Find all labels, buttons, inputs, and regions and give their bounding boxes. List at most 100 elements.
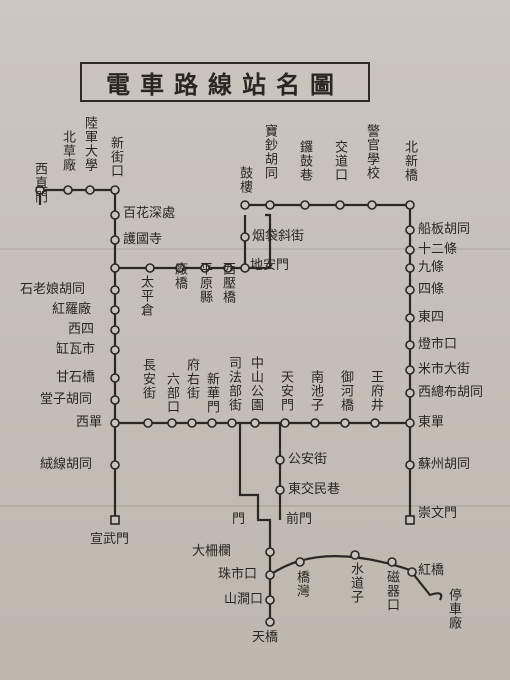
station-sifabu bbox=[227, 418, 237, 428]
station-xinhuamen bbox=[207, 418, 217, 428]
label-shilaoniang: 石老娘胡同 bbox=[20, 282, 86, 297]
label-hongluochang: 紅羅廠 bbox=[52, 302, 92, 317]
station-xizhimen bbox=[35, 185, 45, 195]
station-baochao bbox=[265, 200, 275, 210]
station-xizongbu bbox=[405, 388, 415, 398]
station-changanjie bbox=[143, 418, 153, 428]
label-xiaoshuizi: 水道子 bbox=[348, 562, 363, 604]
label-changqiao: 廠橋 bbox=[172, 262, 187, 290]
label-qiaowan: 橋灣 bbox=[294, 570, 309, 598]
label-shiertiao: 十二條 bbox=[418, 242, 458, 257]
label-tangzihutong: 堂子胡同 bbox=[40, 392, 93, 407]
station-sitiao bbox=[405, 285, 415, 295]
station-mishi bbox=[405, 365, 415, 375]
label-jingguanxuexiao: 警官學校 bbox=[364, 124, 379, 180]
station-xinjiekou bbox=[110, 185, 120, 195]
label-yandaixiejie: 烟袋斜街 bbox=[252, 229, 305, 244]
station-shanjian bbox=[265, 595, 275, 605]
station-rongxian bbox=[110, 460, 120, 470]
station-luogu bbox=[300, 200, 310, 210]
station-jiaodaokou bbox=[335, 200, 345, 210]
label-baihuashenchu: 百花深處 bbox=[123, 206, 176, 221]
station-yandai bbox=[240, 232, 250, 242]
station-beicaochang bbox=[63, 185, 73, 195]
map-title: 電車路線站名圖 bbox=[80, 62, 370, 102]
label-xizongbuhutong: 西總布胡同 bbox=[418, 385, 484, 400]
label-tiananmen: 天安門 bbox=[278, 370, 293, 412]
label-dengshikou: 燈市口 bbox=[418, 337, 458, 352]
label-liubukou: 六部口 bbox=[164, 372, 179, 414]
label-xidan: 西單 bbox=[76, 415, 103, 430]
station-pingyuanxian bbox=[200, 263, 210, 273]
label-mishijie: 米市大街 bbox=[418, 362, 471, 377]
station-fuyoujie bbox=[187, 418, 197, 428]
label-beixinqiao: 北新橋 bbox=[402, 140, 417, 182]
station-ganshiqiao bbox=[110, 373, 120, 383]
station-junction-nw bbox=[110, 263, 120, 273]
station-hongluochang bbox=[110, 305, 120, 315]
label-tianqiao: 天橋 bbox=[252, 630, 279, 645]
label-pingyuanxian: 平原縣 bbox=[197, 262, 212, 304]
label-yuheqiao: 御河橋 bbox=[338, 370, 353, 412]
station-dashilan bbox=[265, 547, 275, 557]
station-lujundaxue bbox=[85, 185, 95, 195]
label-sitiao: 四條 bbox=[418, 282, 445, 297]
label-men: 門 bbox=[232, 512, 246, 527]
label-dashilan: 大柵欄 bbox=[192, 544, 232, 559]
station-tangzihutong bbox=[110, 395, 120, 405]
station-gangwashi bbox=[110, 345, 120, 355]
station-jingguan bbox=[367, 200, 377, 210]
label-sifabujie: 司法部街 bbox=[226, 356, 241, 412]
station-xidan bbox=[110, 418, 120, 428]
station-shiertiao bbox=[405, 245, 415, 255]
station-dongdan bbox=[405, 418, 415, 428]
label-shanjiankou: 山澗口 bbox=[224, 592, 264, 607]
station-xuanwumen bbox=[110, 515, 120, 525]
paper-fold bbox=[0, 505, 510, 507]
label-qianmen: 前門 bbox=[286, 512, 313, 527]
station-zhongshan bbox=[250, 418, 260, 428]
paper-fold bbox=[0, 248, 510, 250]
station-zhushikou bbox=[265, 570, 275, 580]
label-nanchizi: 南池子 bbox=[308, 370, 323, 412]
station-nanchizi bbox=[310, 418, 320, 428]
label-xinhuamen: 新華門 bbox=[204, 372, 219, 414]
station-chuanban bbox=[405, 225, 415, 235]
label-changanjie: 長安街 bbox=[140, 358, 155, 400]
label-huguosi: 護國寺 bbox=[123, 232, 163, 247]
label-baochaohutong: 寶鈔胡同 bbox=[262, 124, 277, 180]
label-ganshiqiao: 甘石橋 bbox=[56, 370, 96, 385]
station-liubukou bbox=[167, 418, 177, 428]
label-wangfujing: 王府井 bbox=[368, 370, 383, 412]
station-changqiao bbox=[175, 263, 185, 273]
label-jiaodaokou: 交道口 bbox=[332, 140, 347, 182]
route-line-south bbox=[238, 423, 272, 620]
station-xiaoshuizi bbox=[350, 550, 360, 560]
station-shilaoniang bbox=[110, 285, 120, 295]
station-xisi bbox=[110, 325, 120, 335]
label-zhushikou: 珠市口 bbox=[218, 567, 258, 582]
station-wangfujing bbox=[370, 418, 380, 428]
label-xuanwumen: 宣武門 bbox=[90, 532, 130, 547]
label-suzhouhutong: 蘇州胡同 bbox=[418, 457, 471, 472]
station-dengshikou bbox=[405, 340, 415, 350]
station-xiguanqiao bbox=[223, 263, 233, 273]
label-xizhimen: 西直門 bbox=[32, 162, 47, 204]
station-beixinqiao bbox=[405, 200, 415, 210]
station-dongjiao bbox=[275, 485, 285, 495]
label-cishikou: 磁器口 bbox=[384, 570, 399, 612]
label-beicaochang: 北草廠 bbox=[60, 130, 75, 172]
station-cishikou bbox=[387, 557, 397, 567]
station-chongwenmen bbox=[405, 515, 415, 525]
station-tiananmen bbox=[280, 418, 290, 428]
label-xisi: 西四 bbox=[68, 322, 95, 337]
label-tingchechang: 停車廠 bbox=[446, 588, 461, 630]
station-gulou bbox=[240, 200, 250, 210]
station-gongan bbox=[275, 455, 285, 465]
label-fuyoujie: 府右街 bbox=[184, 358, 199, 400]
label-dongdan: 東單 bbox=[418, 415, 445, 430]
station-jiutiao bbox=[405, 263, 415, 273]
label-zhongshangongyuan: 中山公園 bbox=[248, 356, 263, 412]
